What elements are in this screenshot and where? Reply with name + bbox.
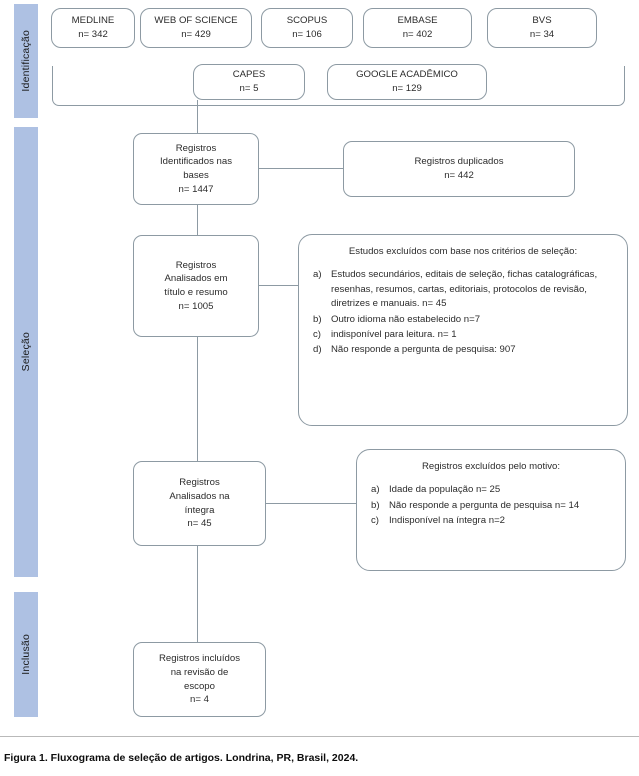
connector-screened-to-fulltext [197, 337, 198, 461]
source-box-capes: CAPES n= 5 [193, 64, 305, 100]
list-item: b) Não responde a pergunta de pesquisa n… [371, 499, 611, 513]
source-name-google-academico: GOOGLE ACADÊMICO [356, 69, 458, 81]
source-name-embase: EMBASE [397, 15, 438, 27]
records-identified-line3: bases [183, 170, 209, 181]
records-screened-count: n= 1005 [178, 300, 214, 312]
records-included-count: n= 4 [190, 694, 209, 706]
duplicates-count: n= 442 [444, 170, 474, 181]
flow-box-records-identified: Registros Identificados nas bases n= 144… [133, 133, 259, 205]
connector-identified-to-duplicates [258, 168, 344, 169]
list-marker: c) [313, 328, 321, 340]
list-text: Indisponível na íntegra n=2 [389, 515, 506, 527]
source-count-scopus: n= 106 [292, 29, 322, 40]
records-fulltext-line1: Registros [179, 477, 220, 489]
stage-label-inclusao: Inclusão [20, 634, 32, 675]
source-box-web-of-science: WEB OF SCIENCE n= 429 [140, 8, 252, 48]
records-included-line2: na revisão de [170, 666, 229, 678]
caption-divider [0, 736, 639, 737]
exclusion-box-eligibility: Registros excluídos pelo motivo: a) Idad… [356, 449, 626, 571]
source-name-bvs: BVS [532, 15, 552, 27]
identification-bracket [52, 66, 625, 106]
source-name-medline: MEDLINE [71, 15, 115, 27]
list-marker: a) [371, 484, 380, 496]
source-count-embase: n= 402 [402, 29, 433, 40]
list-marker: d) [313, 344, 322, 356]
list-text: Não responde a pergunta de pesquisa: 907 [331, 344, 516, 356]
list-item: b) Outro idioma não estabelecido n=7 [313, 313, 613, 327]
exclusion-screening-list: a) Estudos secundários, editais de seleç… [313, 268, 613, 357]
records-identified-line1: Registros [175, 142, 217, 154]
source-box-scopus: SCOPUS n= 106 [261, 8, 353, 48]
records-included-line1: Registros incluídos [158, 653, 241, 665]
list-item: a) Idade da população n= 25 [371, 483, 611, 497]
figure-caption: Figura 1. Fluxograma de seleção de artig… [4, 752, 359, 764]
list-text: Não responde a pergunta de pesquisa n= 1… [389, 499, 580, 511]
records-fulltext-count: n= 45 [187, 518, 212, 530]
list-item: c) Indisponível na íntegra n=2 [371, 514, 611, 528]
source-box-bvs: BVS n= 34 [487, 8, 597, 48]
records-identified-count: n= 1447 [178, 183, 214, 195]
source-name-scopus: SCOPUS [286, 15, 328, 27]
stage-label-identificacao: Identificação [20, 30, 32, 92]
source-count-google-academico: n= 129 [392, 83, 422, 94]
connector-identified-to-screened [197, 205, 198, 235]
stage-bar-identificacao: Identificação [14, 4, 38, 118]
records-screened-line3: título e resumo [164, 287, 228, 298]
exclusion-screening-title: Estudos excluídos com base nos critérios… [348, 246, 578, 257]
exclusion-eligibility-title: Registros excluídos pelo motivo: [421, 461, 561, 472]
list-text: Idade da população n= 25 [389, 484, 501, 496]
connector-fulltext-to-eligibility-exclusions [266, 503, 357, 504]
list-item: a) Estudos secundários, editais de seleç… [313, 268, 613, 311]
exclusion-eligibility-list: a) Idade da população n= 25 b) Não respo… [371, 483, 611, 528]
list-item: d) Não responde a pergunta de pesquisa: … [313, 343, 613, 357]
source-name-web-of-science: WEB OF SCIENCE [154, 15, 238, 27]
connector-fulltext-to-included [197, 546, 198, 642]
list-marker: a) [313, 269, 322, 281]
connector-bracket-to-identified [197, 100, 198, 133]
flow-box-duplicates: Registros duplicados n= 442 [343, 141, 575, 197]
source-count-capes: n= 5 [239, 83, 259, 94]
list-text: indisponível para leitura. n= 1 [331, 328, 457, 340]
connector-screened-to-exclusions [258, 285, 300, 286]
list-marker: c) [371, 515, 379, 527]
source-box-embase: EMBASE n= 402 [363, 8, 472, 48]
source-count-bvs: n= 34 [529, 29, 555, 40]
stage-bar-inclusao: Inclusão [14, 592, 38, 717]
list-text: Outro idioma não estabelecido n=7 [331, 313, 481, 325]
flow-box-records-screened: Registros Analisados em título e resumo … [133, 235, 259, 337]
records-identified-line2: Identificados nas [160, 156, 232, 168]
exclusion-box-screening: Estudos excluídos com base nos critérios… [298, 234, 628, 426]
records-screened-line1: Registros [175, 259, 217, 271]
records-fulltext-line2: Analisados na [169, 490, 230, 502]
stage-label-selecao: Seleção [20, 332, 32, 372]
records-fulltext-line3: íntegra [184, 504, 215, 516]
source-count-web-of-science: n= 429 [181, 29, 211, 40]
list-marker: b) [313, 313, 322, 325]
source-box-medline: MEDLINE n= 342 [51, 8, 135, 48]
duplicates-line1: Registros duplicados [414, 156, 504, 168]
stage-bar-selecao: Seleção [14, 127, 38, 577]
source-count-medline: n= 342 [78, 29, 108, 40]
records-included-line3: escopo [184, 680, 215, 692]
list-item: c) indisponível para leitura. n= 1 [313, 328, 613, 342]
list-marker: b) [371, 499, 380, 511]
flow-box-records-included: Registros incluídos na revisão de escopo… [133, 642, 266, 717]
source-box-google-academico: GOOGLE ACADÊMICO n= 129 [327, 64, 487, 100]
records-screened-line2: Analisados em [164, 273, 228, 285]
list-text: Estudos secundários, editais de seleção,… [331, 269, 598, 310]
flow-box-records-fulltext: Registros Analisados na íntegra n= 45 [133, 461, 266, 546]
source-name-capes: CAPES [232, 69, 266, 81]
